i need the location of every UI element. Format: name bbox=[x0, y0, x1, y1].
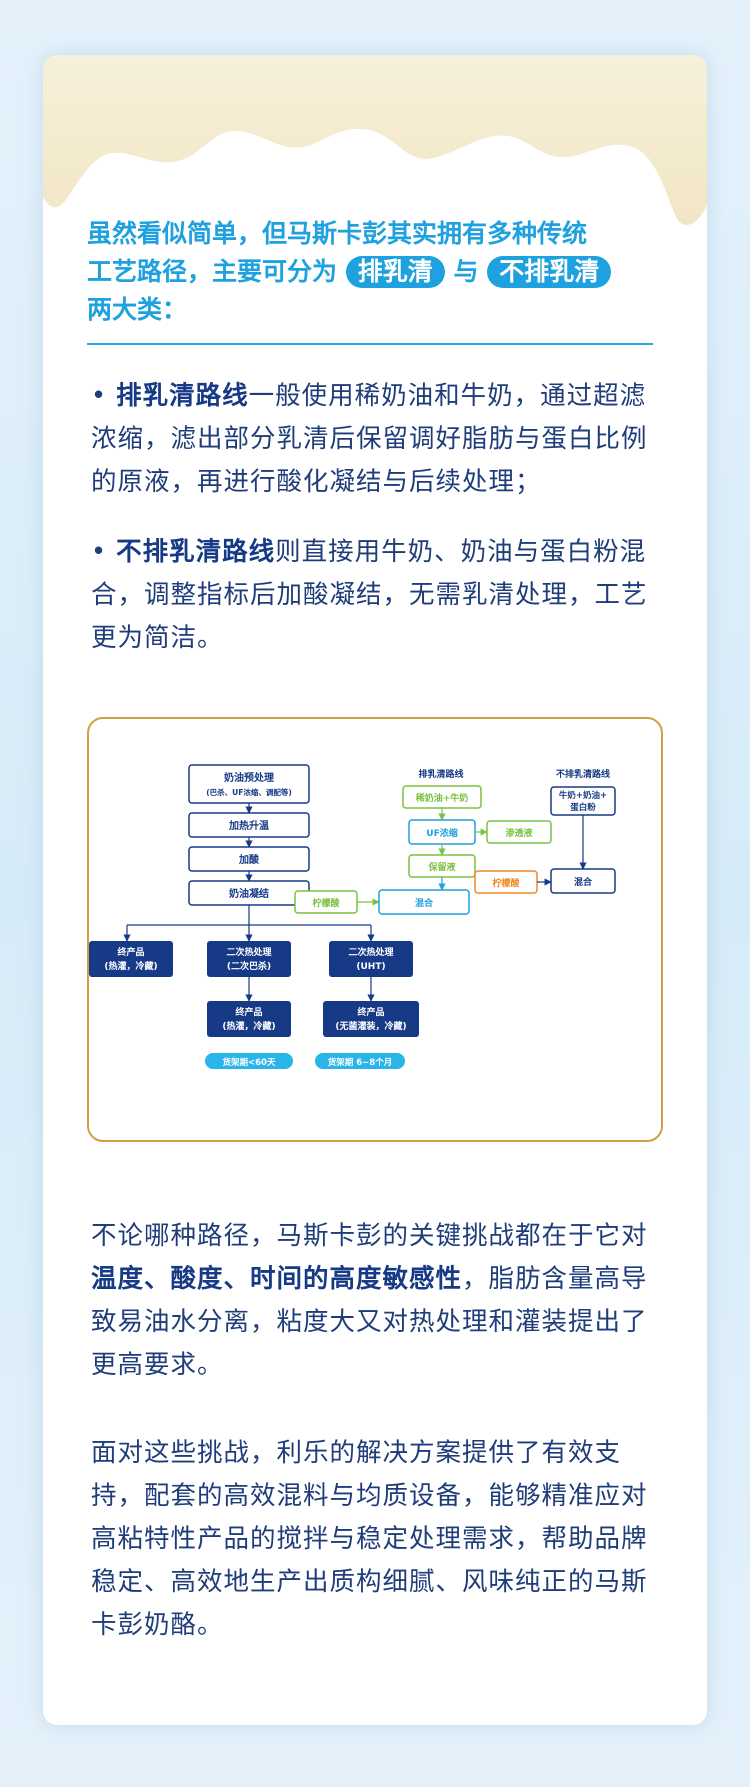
node-uf: UF浓缩 bbox=[426, 827, 457, 839]
node-final-product-2: 终产品 bbox=[234, 1006, 262, 1018]
node-second-heat-1: 二次热处理 bbox=[226, 946, 271, 958]
intro-and: 与 bbox=[453, 257, 479, 286]
no-whey-draining-pill: 不排乳清 bbox=[487, 256, 612, 288]
node-final-product-3: 终产品 bbox=[356, 1006, 384, 1018]
node-final-product-3-sub: (无菌灌装，冷藏) bbox=[335, 1020, 406, 1032]
bullet-no-whey-draining: • 不排乳清路线则直接用牛奶、奶油与蛋白粉混合，调整指标后加酸凝结，无需乳清处理… bbox=[91, 531, 661, 660]
intro-heading: 虽然看似简单，但马斯卡彭其实拥有多种传统 工艺路径，主要可分为 排乳清 与 不排… bbox=[87, 215, 667, 329]
node-citric-acid-1: 柠檬酸 bbox=[312, 897, 340, 909]
node-permeate: 渗透液 bbox=[505, 827, 533, 839]
challenge-text-pre: 不论哪种路径，马斯卡彭的关键挑战都在于它对 bbox=[91, 1221, 648, 1251]
content-card: 虽然看似简单，但马斯卡彭其实拥有多种传统 工艺路径，主要可分为 排乳清 与 不排… bbox=[43, 55, 707, 1725]
node-cream-pretreatment-sub: (巴杀、UF浓缩、调配等) bbox=[206, 787, 292, 797]
node-milk-cream-protein-sub: 蛋白粉 bbox=[570, 802, 596, 813]
node-cream-milk: 稀奶油+牛奶 bbox=[416, 792, 469, 804]
bullet-whey-draining: • 排乳清路线一般使用稀奶油和牛奶，通过超滤浓缩，滤出部分乳清后保留调好脂肪与蛋… bbox=[91, 375, 661, 504]
route-2-title: 不排乳清路线 bbox=[556, 768, 610, 780]
whey-draining-pill: 排乳清 bbox=[345, 256, 445, 288]
node-final-product-1: 终产品 bbox=[116, 946, 144, 958]
bullet-text: 则直接用牛奶、奶油与蛋白粉混合，调整指标后加酸凝结，无需乳清处理，工艺更为简洁。 bbox=[91, 537, 648, 653]
main-process-column: 奶油预处理 (巴杀、UF浓缩、调配等) 加热升温 加酸 奶油凝结 终产品 (热 bbox=[89, 764, 419, 1069]
bullet-title: 不排乳清路线 bbox=[116, 537, 276, 567]
shelf-life-badge-2: 货架期 6~8个月 bbox=[327, 1057, 392, 1068]
process-flow-diagram: 奶油预处理 (巴杀、UF浓缩、调配等) 加热升温 加酸 奶油凝结 终产品 (热 bbox=[87, 717, 663, 1142]
intro-line-3: 两大类： bbox=[87, 295, 188, 324]
bullet-dot: • bbox=[91, 381, 108, 411]
cream-drip-decoration bbox=[43, 55, 707, 226]
node-milk-cream-protein: 牛奶+奶油+ bbox=[559, 790, 607, 801]
node-acid: 加酸 bbox=[238, 853, 260, 866]
route-1-title: 排乳清路线 bbox=[418, 768, 463, 780]
node-mix-1: 混合 bbox=[415, 897, 434, 909]
shelf-life-badge-1: 货架期<60天 bbox=[222, 1057, 276, 1068]
intro-line-2-text: 工艺路径，主要可分为 bbox=[87, 257, 338, 286]
intro-line-2: 工艺路径，主要可分为 排乳清 与 不排乳清 bbox=[87, 253, 667, 291]
node-second-heat-2-sub: (UHT) bbox=[356, 962, 385, 972]
node-heating: 加热升温 bbox=[228, 819, 269, 832]
challenge-paragraph: 不论哪种路径，马斯卡彭的关键挑战都在于它对温度、酸度、时间的高度敏感性，脂肪含量… bbox=[91, 1215, 661, 1387]
whey-draining-route: 排乳清路线 稀奶油+牛奶 UF浓缩 渗透液 保留液 柠檬酸 混合 bbox=[294, 768, 552, 915]
node-citric-acid-2: 柠檬酸 bbox=[492, 877, 520, 889]
solution-paragraph: 面对这些挑战，利乐的解决方案提供了有效支持，配套的高效混料与均质设备，能够精准应… bbox=[91, 1438, 648, 1640]
intro-line-1: 虽然看似简单，但马斯卡彭其实拥有多种传统 bbox=[87, 219, 588, 248]
no-whey-draining-route: 不排乳清路线 牛奶+奶油+ 蛋白粉 柠檬酸 混合 bbox=[474, 768, 616, 894]
node-coagulation: 奶油凝结 bbox=[229, 887, 269, 900]
node-mix-2: 混合 bbox=[574, 876, 593, 888]
node-second-heat-2: 二次热处理 bbox=[348, 946, 393, 958]
bullet-title: 排乳清路线 bbox=[116, 381, 249, 411]
node-second-heat-1-sub: (二次巴杀) bbox=[227, 960, 271, 972]
node-cream-pretreatment: 奶油预处理 bbox=[224, 771, 274, 784]
challenge-text-bold: 温度、酸度、时间的高度敏感性 bbox=[91, 1264, 463, 1294]
node-retentate: 保留液 bbox=[427, 861, 456, 873]
node-final-product-2-sub: (热灌，冷藏) bbox=[222, 1020, 275, 1032]
node-final-product-1-sub: (热灌，冷藏) bbox=[104, 960, 157, 972]
challenge-text-post: ，脂肪含量高导致易油水分离，粘度大又对热处理和灌装提出了更高要求。 bbox=[91, 1264, 648, 1380]
bullet-text: 一般使用稀奶油和牛奶，通过超滤浓缩，滤出部分乳清后保留调好脂肪与蛋白比例的原液，… bbox=[91, 381, 648, 497]
bullet-dot: • bbox=[91, 537, 108, 567]
divider bbox=[87, 343, 653, 345]
